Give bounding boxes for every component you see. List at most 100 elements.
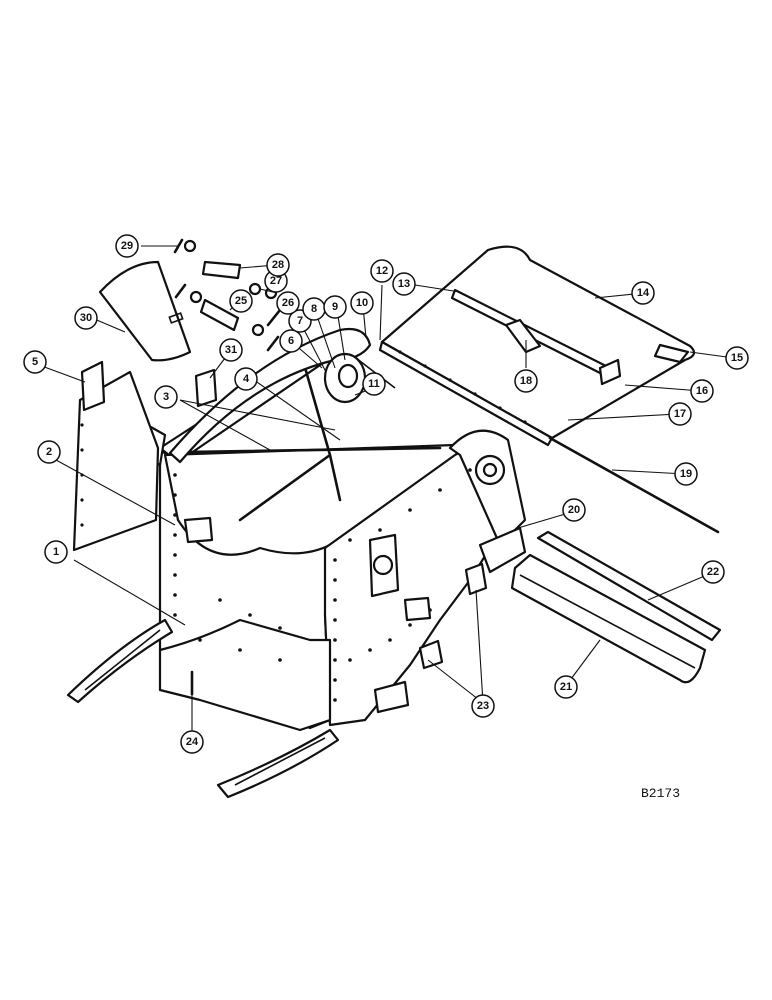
shield-30-slot — [168, 312, 184, 324]
callout-circle — [631, 281, 655, 305]
panel-clip-left — [183, 516, 214, 544]
callout-13: 13 — [392, 272, 416, 296]
callout-circle — [37, 440, 61, 464]
callout-label: 26 — [282, 297, 294, 309]
callout-label: 5 — [32, 356, 38, 368]
callout-label: 13 — [398, 278, 410, 290]
front-skirt — [158, 618, 332, 732]
callout-24: 24 — [180, 730, 204, 754]
callout-label: 3 — [163, 391, 169, 403]
callout-2: 2 — [37, 440, 61, 464]
callout-circle — [701, 560, 725, 584]
callout-label: 21 — [560, 681, 572, 693]
callout-9: 9 — [323, 295, 347, 319]
callout-circle — [392, 272, 416, 296]
callout-circle — [266, 253, 290, 277]
panel-clip-right — [403, 596, 432, 622]
callout-14: 14 — [631, 281, 655, 305]
callout-circle — [350, 291, 374, 315]
callout-circle — [276, 291, 300, 315]
callout-30: 30 — [74, 306, 98, 330]
callout-circle — [219, 338, 243, 362]
callout-circle — [74, 306, 98, 330]
callout-label: 12 — [376, 265, 388, 277]
bearing-housing-inner — [337, 363, 359, 389]
callout-label: 29 — [121, 240, 133, 252]
callout-label: 28 — [272, 259, 284, 271]
cotter-pin-26 — [266, 308, 282, 327]
callout-31: 31 — [219, 338, 243, 362]
callout-10: 10 — [350, 291, 374, 315]
washer-27 — [248, 282, 262, 296]
callout-circle — [514, 369, 538, 393]
channel-21 — [510, 553, 707, 684]
callout-15: 15 — [725, 346, 749, 370]
callout-12: 12 — [370, 259, 394, 283]
callout-circle — [674, 462, 698, 486]
drive-assembly — [168, 327, 372, 464]
callout-circle — [154, 385, 178, 409]
bearing-mount-front-bore — [372, 554, 394, 576]
callout-circle — [23, 350, 47, 374]
cotter-pin-mid — [174, 283, 187, 299]
callout-26: 26 — [276, 291, 300, 315]
callout-25: 25 — [229, 289, 253, 313]
callout-label: 23 — [477, 700, 489, 712]
cover-latch-18 — [504, 318, 542, 354]
callout-1: 1 — [44, 540, 68, 564]
panel-clip-lower — [373, 680, 410, 714]
callout-label: 8 — [311, 303, 317, 315]
pins-and-washers — [173, 238, 282, 352]
washer-29 — [183, 239, 197, 253]
callout-29: 29 — [115, 234, 139, 258]
callout-circle — [362, 372, 386, 396]
callout-label: 11 — [368, 378, 380, 390]
callout-3: 3 — [154, 385, 178, 409]
cotter-pin-29 — [173, 238, 184, 254]
callout-17: 17 — [668, 402, 692, 426]
runner-skids — [66, 618, 340, 799]
mounting-bracket-5 — [80, 360, 106, 412]
drive-belt — [168, 327, 372, 464]
callout-circle — [370, 259, 394, 283]
callout-circle — [44, 540, 68, 564]
cover-flange-17 — [378, 340, 554, 447]
side-panel-hub-bore — [482, 462, 498, 478]
callout-label: 25 — [235, 295, 247, 307]
callout-label: 24 — [186, 736, 199, 748]
cotter-pin-6 — [266, 335, 280, 352]
drawing-number: B2173 — [641, 786, 680, 801]
callout-label: 6 — [288, 335, 294, 347]
callout-circle — [471, 694, 495, 718]
callout-label: 27 — [270, 275, 282, 287]
leader-lines — [38, 245, 735, 738]
callout-label: 9 — [332, 301, 338, 313]
bracket-31 — [194, 368, 218, 408]
callout-circle — [725, 346, 749, 370]
pin-25 — [199, 298, 240, 332]
callout-label: 17 — [674, 408, 686, 420]
callout-11: 11 — [362, 372, 386, 396]
cover-clip-16 — [598, 358, 622, 386]
housing-assembly — [158, 336, 527, 732]
callout-21: 21 — [554, 675, 578, 699]
callout-circle — [229, 289, 253, 313]
callout-circle — [234, 367, 258, 391]
left-end-plate — [72, 370, 160, 552]
cover-tab-15 — [653, 343, 690, 364]
shield-30 — [98, 260, 192, 362]
callout-circle — [180, 730, 204, 754]
callout-label: 19 — [680, 468, 692, 480]
callout-label: 22 — [707, 566, 719, 578]
callout-label: 10 — [356, 297, 368, 309]
callout-label: 7 — [297, 315, 303, 327]
callout-circle — [323, 295, 347, 319]
callout-4: 4 — [234, 367, 258, 391]
callout-label: 18 — [520, 375, 532, 387]
callout-label: 4 — [243, 373, 250, 385]
callout-circle — [668, 402, 692, 426]
callout-label: 16 — [696, 385, 708, 397]
callout-23: 23 — [471, 694, 495, 718]
